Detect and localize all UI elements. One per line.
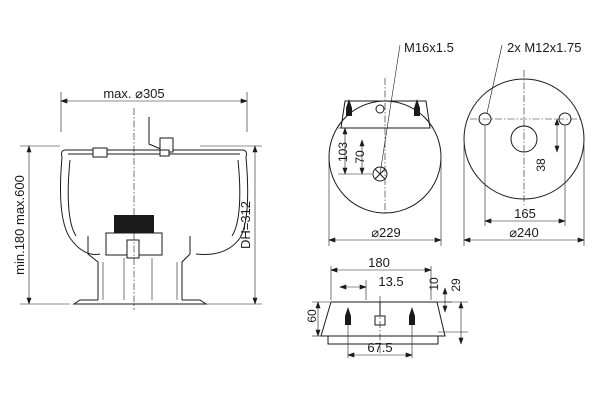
dim-60-label: 60 <box>305 309 319 323</box>
bracket-detail-view: 180 13.5 10 29 60 67.5 <box>305 255 468 358</box>
dim-165-label: 165 <box>514 206 536 221</box>
bellow-outer-right <box>195 156 249 255</box>
dim-10-label: 10 <box>427 277 441 291</box>
bracket-base <box>327 335 439 345</box>
detail-stud-right <box>409 307 415 325</box>
bead-plate-right-curl <box>241 149 247 158</box>
dim-229-label: ⌀229 <box>371 225 401 240</box>
bellow-inner-left <box>67 159 77 237</box>
top-plate-bracket <box>340 100 431 129</box>
side-view: max. ⌀305 min.180 max.600 DH=312 <box>12 86 262 310</box>
max-diameter-label: max. ⌀305 <box>103 86 164 101</box>
thread-center-leader <box>379 44 401 175</box>
bead-plate-stud <box>92 147 108 158</box>
height-range-label: min.180 max.600 <box>12 175 27 275</box>
dim-240-label: ⌀240 <box>509 225 539 240</box>
dim-29-label: 29 <box>449 278 463 292</box>
dim-38-label: 38 <box>534 158 548 172</box>
thread-side-leader <box>486 44 503 114</box>
bottom-plate-view: 2x M12x1.75 38 165 ⌀240 <box>463 40 585 246</box>
piston-left-wall <box>87 236 99 300</box>
air-inlet <box>372 166 388 182</box>
bellow-inner-right <box>231 159 241 237</box>
dim-67-5-label: 67.5 <box>367 340 392 355</box>
dim-103-label: 103 <box>336 142 350 162</box>
thread-side-label: 2x M12x1.75 <box>507 40 581 55</box>
stud-left <box>346 99 352 116</box>
threaded-hole-center <box>375 104 385 114</box>
top-bracket-washer <box>159 149 170 157</box>
dim-70-label: 70 <box>353 150 367 164</box>
piston-right-wall <box>181 236 191 300</box>
top-plate-view: M16x1.5 103 70 ⌀229 <box>328 40 454 246</box>
design-height-label: DH=312 <box>238 201 253 249</box>
top-bracket-plate <box>148 117 164 151</box>
piston-base <box>72 299 208 305</box>
thread-center-label: M16x1.5 <box>404 40 454 55</box>
bellow-outer-left <box>59 156 101 255</box>
dim-180-label: 180 <box>368 255 390 270</box>
detail-stud-left <box>345 307 351 325</box>
dim-13-5-label: 13.5 <box>378 274 403 289</box>
bead-plate-left-curl <box>61 149 67 158</box>
piston-nut <box>126 239 140 259</box>
stud-right <box>414 99 420 116</box>
